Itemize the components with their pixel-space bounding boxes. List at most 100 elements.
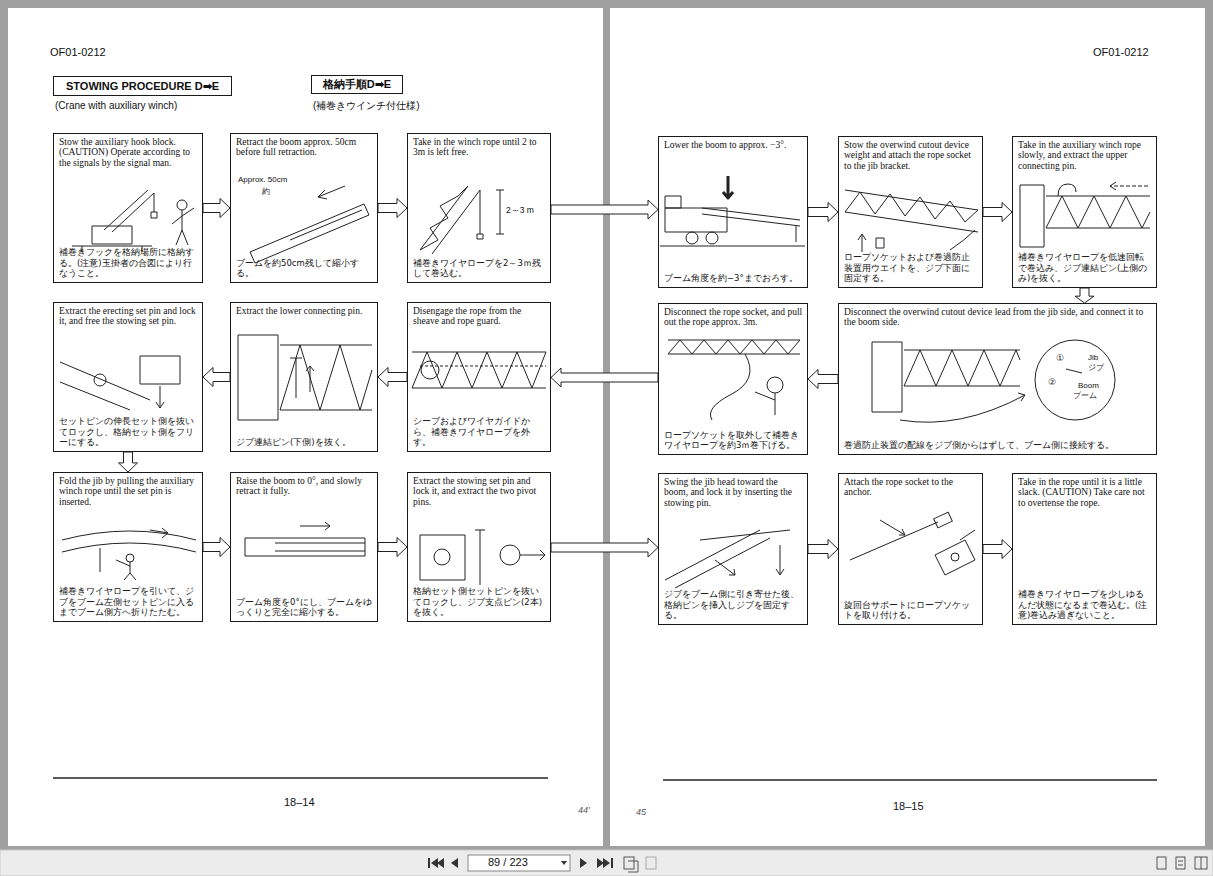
step-text: Raise the boom to 0°, and slowly retract… bbox=[236, 476, 373, 497]
dimension-label: 2～3 m bbox=[506, 206, 534, 215]
step-text: Take in the rope until it is a little sl… bbox=[1018, 477, 1152, 508]
step-illustration bbox=[475, 530, 485, 585]
step-text: Extract the erecting set pin and lock it… bbox=[59, 306, 198, 327]
step-illustration bbox=[776, 545, 784, 575]
page-code: OF01-0212 bbox=[50, 46, 106, 58]
flow-arrow bbox=[551, 200, 658, 219]
step-illustration bbox=[723, 176, 733, 198]
step-illustration bbox=[60, 362, 150, 410]
step-illustration bbox=[290, 358, 302, 398]
step-illustration bbox=[702, 208, 800, 226]
heading-text: STOWING PROCEDURE D➡E bbox=[66, 80, 219, 92]
flow-arrow bbox=[203, 368, 230, 387]
step-illustration bbox=[60, 176, 1150, 588]
flow-arrow bbox=[808, 203, 838, 222]
step-text-ja: 補巻きワイヤロープを引いて、ジブをブーム左側セットピンに入るまでブーム側方へ折り… bbox=[59, 586, 198, 618]
step-illustration bbox=[686, 232, 698, 244]
step-illustration bbox=[1035, 340, 1115, 420]
page-sheet bbox=[8, 8, 603, 846]
heading-text: 格納手順D➡E bbox=[323, 78, 391, 90]
toolbar-icon bbox=[597, 858, 613, 868]
step-text: Retract the boom approx. 50cm before ful… bbox=[236, 137, 373, 158]
handwritten-mark: 44' bbox=[578, 806, 590, 816]
step-illustration bbox=[420, 366, 546, 367]
step-box: Take in the rope until it is a little sl… bbox=[1012, 473, 1157, 625]
page-indicator: 89 / 223 bbox=[488, 856, 528, 868]
step-illustration bbox=[660, 246, 805, 247]
step-illustration bbox=[275, 543, 365, 551]
step-illustration bbox=[710, 354, 750, 420]
step-text: Stow the auxiliary hook block. (CAUTION)… bbox=[59, 137, 198, 168]
step-box: Take in the auxiliary winch rope slowly,… bbox=[1012, 136, 1157, 288]
step-text-ja: 巻過防止装置の配線をジブ側からはずして、ブーム側に接続する。 bbox=[844, 440, 1152, 451]
step-box: Disconnect the rope socket, and pull out… bbox=[658, 303, 808, 455]
step-text: Stow the overwind cutout device weight a… bbox=[844, 140, 978, 171]
toolbar-icon bbox=[1176, 857, 1185, 869]
step-illustration bbox=[900, 393, 1025, 422]
step-text-ja: 旋回台サポートにロープソケットを取り付ける。 bbox=[844, 600, 978, 621]
page-field bbox=[468, 855, 570, 871]
step-text-ja: ロープソケットを取外して補巻きワイヤロープを約3ｍ巻下げる。 bbox=[664, 430, 803, 451]
step-illustration bbox=[280, 345, 372, 410]
step-text-ja: 補巻きフックを格納場所に格納する。(注意)玉掛者の合図により行なうこと。 bbox=[59, 247, 198, 279]
step-illustration bbox=[245, 538, 365, 556]
step-illustration bbox=[477, 234, 483, 239]
toolbar-icon bbox=[1195, 857, 1207, 869]
step-text: Attach the rope socket to the anchor. bbox=[844, 477, 978, 498]
step-text-ja: 格納セット側セットピンを抜いてロックし、ジブ支点ピン(2本)を抜く。 bbox=[413, 586, 546, 618]
page-code: OF01-0212 bbox=[1093, 46, 1149, 58]
step-box: Stow the overwind cutout device weight a… bbox=[838, 136, 983, 288]
step-illustration bbox=[140, 356, 180, 384]
flow-arrow bbox=[378, 368, 407, 387]
step-illustration bbox=[238, 335, 278, 420]
step-text-ja: ブームを約50cm残して縮小する。 bbox=[236, 258, 373, 279]
step-text: Take in the auxiliary winch rope slowly,… bbox=[1018, 140, 1152, 171]
flow-arrow bbox=[983, 203, 1012, 222]
step-illustration bbox=[280, 345, 372, 410]
page-sheet bbox=[610, 8, 1205, 846]
step-illustration bbox=[300, 522, 330, 530]
flow-arrow bbox=[378, 538, 407, 557]
step-illustration bbox=[126, 554, 134, 562]
step-illustration bbox=[421, 361, 439, 379]
flow-arrow bbox=[203, 538, 230, 557]
step-box: Extract the lower connecting pin.ジブ連結ピン(… bbox=[230, 302, 378, 452]
step-text-ja: ブーム角度を0°にし、ブームをゆっくりと完全に縮小する。 bbox=[236, 597, 373, 618]
step-text-ja: 補巻きワイヤロープを少しゆるんだ状態になるまで巻込む。(注意)巻込み過ぎないこと… bbox=[1018, 589, 1152, 621]
part-label: Jib bbox=[1088, 354, 1098, 363]
step-text: Disconnect the rope socket, and pull out… bbox=[664, 307, 803, 328]
toolbar-icon bbox=[1178, 861, 1183, 865]
step-text: Lower the boom to approx. −3°. bbox=[664, 140, 803, 150]
step-text: Fold the jib by pulling the auxiliary wi… bbox=[59, 476, 198, 507]
step-illustration bbox=[154, 193, 155, 212]
flow-arrow bbox=[983, 540, 1012, 559]
step-illustration bbox=[934, 512, 953, 528]
step-illustration bbox=[151, 212, 157, 218]
footer-rule bbox=[663, 779, 1157, 781]
step-illustration bbox=[62, 531, 196, 552]
step-text-ja: ジブをブーム側に引き寄せた後、格納ピンを挿入しジブを固定する。 bbox=[664, 589, 803, 621]
flow-arrow bbox=[119, 452, 138, 472]
step-illustration bbox=[1066, 369, 1082, 373]
step-illustration bbox=[480, 190, 481, 234]
step-illustration bbox=[665, 208, 727, 232]
step-box: Attach the rope socket to the anchor. 旋回台… bbox=[838, 473, 983, 625]
dimension-label: Approx. 50cm bbox=[238, 176, 287, 185]
footer-rule bbox=[53, 778, 1157, 780]
step-illustration bbox=[904, 350, 1020, 386]
step-box: Disconnect the overwind cutout device le… bbox=[838, 303, 1157, 455]
step-illustration bbox=[880, 520, 905, 535]
step-illustration bbox=[420, 186, 468, 250]
flow-arrow bbox=[203, 199, 230, 218]
step-illustration bbox=[520, 550, 545, 560]
step-illustration bbox=[150, 528, 168, 538]
step-illustration bbox=[172, 208, 194, 245]
step-illustration bbox=[250, 204, 369, 263]
step-illustration bbox=[1046, 196, 1150, 228]
step-illustration bbox=[850, 522, 938, 560]
step-text-ja: ロープソケットおよび巻過防止装置用ウエイトを、ジブ下面に固定する。 bbox=[844, 252, 978, 284]
step-illustration bbox=[496, 190, 504, 234]
step-illustration bbox=[177, 200, 187, 210]
